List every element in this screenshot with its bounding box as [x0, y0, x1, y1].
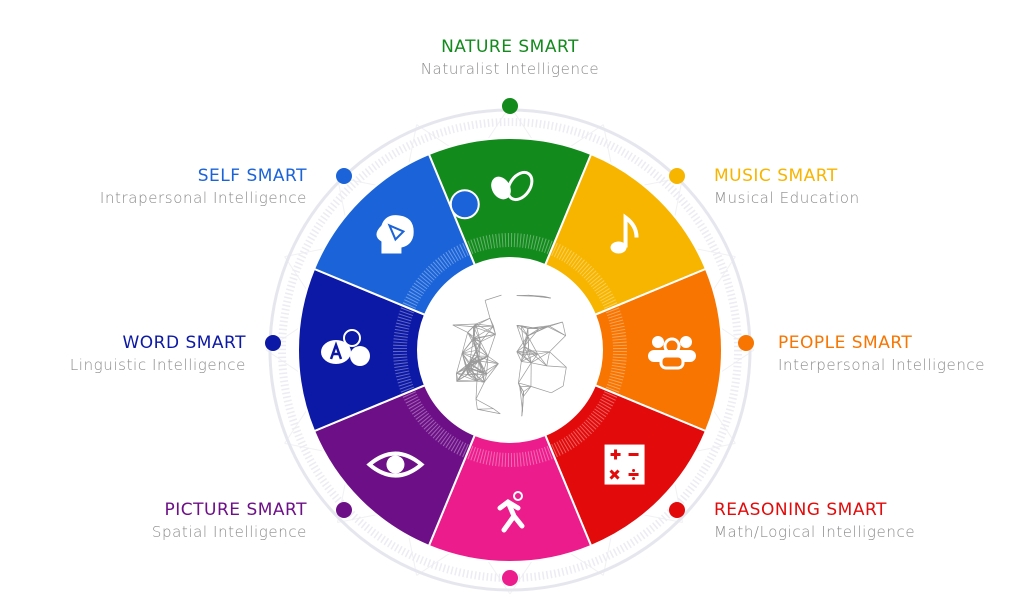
tick-ring: [278, 118, 742, 582]
label-people: PEOPLE SMART Interpersonal Intelligence: [778, 332, 985, 376]
dot-body: [502, 570, 518, 586]
eye-icon: [366, 451, 425, 478]
title: PICTURE SMART: [164, 500, 307, 520]
center-circle: [418, 258, 602, 442]
title: NATURE SMART: [441, 37, 579, 57]
leaf-icon: [491, 170, 534, 202]
dot-picture: [336, 502, 352, 518]
dot-music: [669, 168, 685, 184]
dot-word: [265, 335, 281, 351]
music-note-icon: [610, 213, 639, 254]
dot-self: [336, 168, 352, 184]
puzzle-tab: [449, 189, 480, 220]
label-word: WORD SMART Linguistic Intelligence: [70, 332, 246, 376]
title: MUSIC SMART: [714, 166, 838, 186]
subtitle: Interpersonal Intelligence: [778, 356, 986, 374]
running-person-icon: [497, 491, 525, 533]
subtitle: Intrapersonal Intelligence: [99, 189, 307, 207]
translate-speech-icon: [321, 329, 370, 366]
label-picture: PICTURE SMART Spatial Intelligence: [152, 499, 307, 543]
title: SELF SMART: [197, 166, 307, 186]
people-group-icon: [648, 336, 696, 370]
dot-people: [738, 335, 754, 351]
subtitle: Linguistic Intelligence: [69, 356, 246, 374]
subtitle: Musical Education: [714, 189, 860, 207]
subtitle: Naturalist Intelligence: [420, 60, 600, 78]
dot-nature: [502, 98, 518, 114]
dot-reasoning: [669, 502, 685, 518]
label-self: SELF SMART Intrapersonal Intelligence: [100, 165, 307, 209]
calculator-icon: [604, 444, 645, 485]
title: REASONING SMART: [714, 500, 887, 520]
brain-icon: [452, 294, 567, 417]
title: WORD SMART: [122, 333, 246, 353]
head-network-icon: [376, 215, 414, 254]
label-music: MUSIC SMART Musical Education: [714, 165, 860, 209]
title: PEOPLE SMART: [778, 333, 913, 353]
label-nature: NATURE SMART Naturalist Intelligence: [410, 36, 610, 80]
subtitle: Spatial Intelligence: [151, 523, 307, 541]
subtitle: Math/Logical Intelligence: [714, 523, 916, 541]
label-reasoning: REASONING SMART Math/Logical Intelligenc…: [714, 499, 915, 543]
